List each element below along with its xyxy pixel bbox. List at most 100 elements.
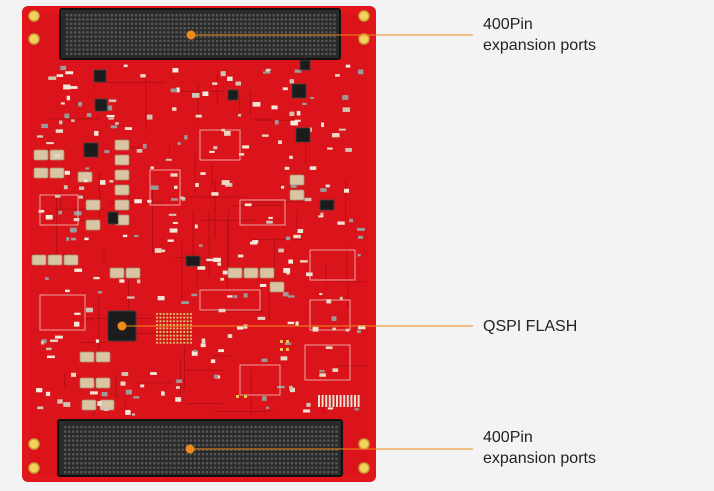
connector-pin: [157, 453, 160, 456]
connector-pin: [70, 44, 73, 47]
ic-chip: [299, 59, 311, 71]
connector-pin: [138, 35, 142, 38]
connector-pin: [177, 444, 180, 447]
connector-pin: [185, 457, 188, 460]
passive: [46, 142, 54, 145]
connector-pin: [298, 448, 302, 451]
connector-pin: [96, 466, 99, 469]
passive: [331, 133, 340, 138]
passive: [45, 347, 52, 351]
connector-pin: [64, 430, 67, 433]
connector-pin: [238, 453, 241, 456]
connector-pin: [321, 14, 324, 17]
bga-pad: [179, 334, 182, 337]
connector-pin: [161, 430, 164, 433]
passive: [278, 140, 282, 145]
connector-pin: [136, 466, 140, 469]
connector-pin: [102, 26, 105, 30]
connector-pin: [112, 426, 115, 429]
connector-pin: [100, 462, 103, 465]
connector-pin: [264, 26, 267, 30]
connector-pin: [256, 18, 259, 21]
connector-pin: [246, 448, 249, 451]
connector-pin: [256, 52, 259, 56]
connector-pin: [254, 430, 257, 433]
connector-pin: [276, 44, 279, 47]
connector-pin: [199, 14, 203, 17]
passive: [213, 146, 218, 150]
bga-pad: [176, 320, 179, 323]
connector-pin: [298, 457, 302, 460]
connector-pin: [171, 44, 174, 47]
connector-pin: [185, 444, 188, 447]
connector-pin: [90, 18, 93, 21]
connector-pin: [193, 453, 196, 456]
ic-chip: [291, 83, 307, 99]
connector-pin: [112, 444, 115, 447]
connector-pin: [76, 457, 79, 460]
connector-pin: [205, 430, 209, 433]
connector-pin: [193, 471, 196, 474]
bga-pad: [172, 338, 176, 341]
passive: [40, 341, 45, 345]
passive: [224, 131, 231, 136]
connector-pin: [304, 18, 308, 21]
passive: [218, 349, 224, 353]
connector-pin: [274, 439, 277, 442]
pcb-inner-shade: [30, 14, 368, 474]
connector-pin: [145, 426, 148, 429]
connector-pin: [116, 466, 120, 469]
passive: [64, 113, 70, 119]
connector-pin: [193, 430, 196, 433]
connector-pin: [155, 31, 158, 34]
connector-pin: [94, 35, 97, 38]
connector-pin: [175, 48, 178, 51]
bga-pad: [169, 312, 172, 316]
callout-top-line-1: 400Pin: [483, 16, 533, 33]
connector-pin: [92, 435, 95, 438]
connector-pin: [118, 31, 122, 34]
connector-pin: [242, 448, 245, 451]
connector-pin: [68, 444, 71, 447]
connector-pin: [278, 426, 282, 429]
connector-pin: [201, 453, 205, 456]
connector-pin: [205, 466, 209, 469]
connector-pin: [199, 18, 203, 21]
connector-pin: [205, 439, 209, 442]
connector-pin: [230, 426, 233, 429]
connector-pin: [179, 48, 182, 51]
connector-pin: [234, 435, 237, 438]
connector-pin: [120, 448, 124, 451]
connector-pin: [183, 18, 186, 21]
connector-pin: [217, 457, 221, 460]
connector-pin: [288, 14, 292, 17]
connector-pin: [325, 31, 328, 34]
passive: [252, 102, 261, 107]
connector-pin: [100, 444, 103, 447]
passive: [38, 209, 45, 213]
connector-pin: [254, 448, 257, 451]
passive: [357, 325, 366, 330]
connector-pin: [309, 44, 312, 47]
connector-pin: [100, 426, 103, 429]
connector-pin: [145, 435, 148, 438]
connector-pin: [232, 52, 235, 56]
passive: [176, 386, 180, 389]
passive: [335, 74, 340, 77]
passive: [102, 406, 109, 411]
connector-pin: [215, 26, 219, 30]
connector-pin: [138, 22, 142, 25]
bga-pad: [166, 312, 169, 316]
connector-pin: [76, 426, 79, 429]
callout-qspi-flash: QSPI FLASH: [483, 316, 577, 337]
connector-pin: [309, 14, 312, 17]
connector-pin: [66, 18, 69, 21]
connector-pin: [286, 435, 290, 438]
passive: [274, 120, 279, 125]
passive: [66, 237, 70, 241]
connector-pin: [270, 471, 273, 474]
connector-pin: [300, 52, 304, 56]
passive: [354, 408, 359, 411]
passive: [195, 114, 202, 118]
connector-pin: [90, 48, 93, 51]
